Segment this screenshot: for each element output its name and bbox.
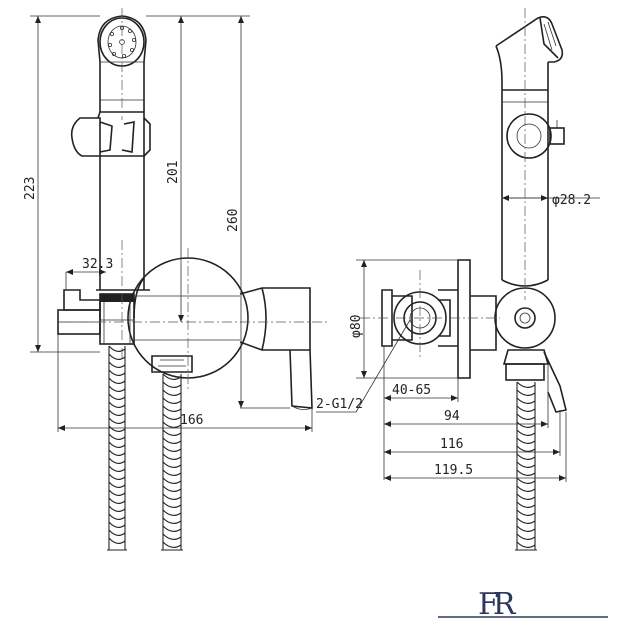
holder-clamp bbox=[70, 111, 151, 157]
side-dimensions bbox=[356, 195, 600, 482]
dim-phi-80: φ80 bbox=[349, 315, 364, 338]
lever-handle bbox=[239, 287, 313, 410]
brand-logo: FR bbox=[438, 587, 608, 622]
dim-32-3: 32.3 bbox=[82, 257, 113, 272]
hose-left bbox=[107, 345, 127, 551]
side-wall-flange bbox=[381, 259, 497, 379]
dim-201: 201 bbox=[166, 161, 181, 184]
dim-166: 166 bbox=[180, 413, 203, 428]
dim-223: 223 bbox=[23, 177, 38, 200]
hose-right bbox=[161, 373, 183, 551]
hose-side bbox=[515, 381, 537, 551]
dim-40-65: 40-65 bbox=[392, 383, 431, 398]
side-view bbox=[360, 8, 567, 413]
dim-phi-28-2: φ28.2 bbox=[552, 193, 591, 208]
front-view bbox=[57, 8, 330, 410]
thread-label: 2-G1/2 bbox=[316, 397, 363, 412]
dim-119-5: 119.5 bbox=[434, 463, 473, 478]
dim-94: 94 bbox=[444, 409, 460, 424]
dim-260: 260 bbox=[226, 209, 241, 232]
side-shower-head bbox=[495, 16, 564, 90]
dim-116: 116 bbox=[440, 437, 463, 452]
